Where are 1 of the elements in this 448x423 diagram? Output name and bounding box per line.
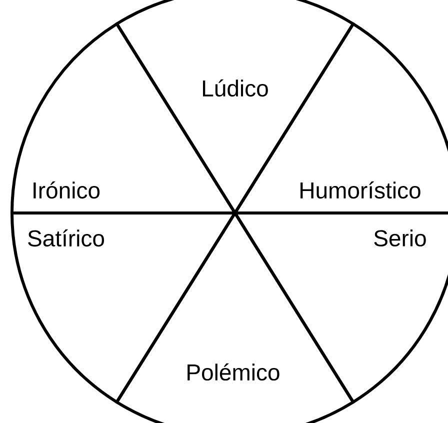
sector: Polémico — [115, 212, 355, 423]
